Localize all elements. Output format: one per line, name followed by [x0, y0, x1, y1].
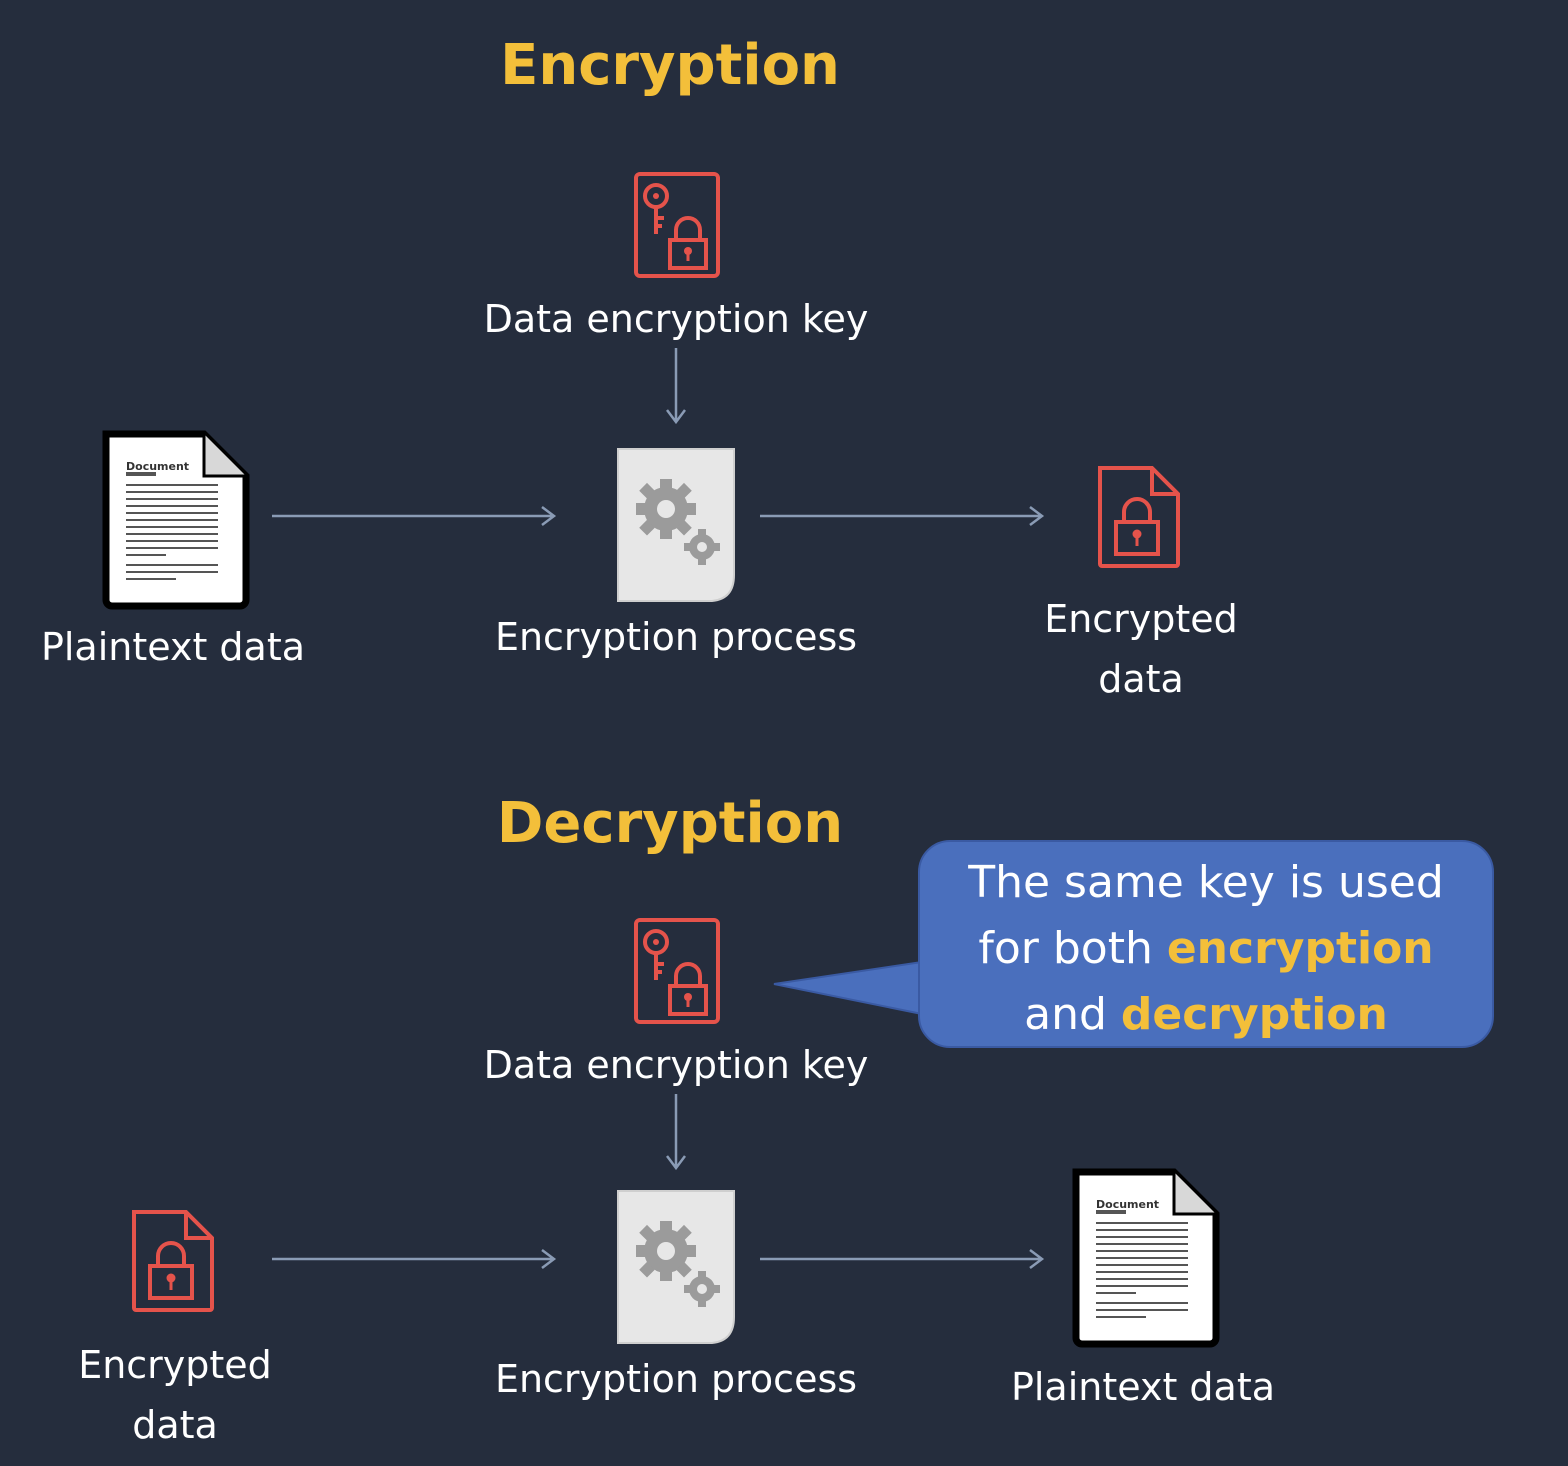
gear-file-icon [617, 1190, 735, 1344]
encryption-title: Encryption [500, 33, 840, 98]
decryption-key-label: Data encryption key [483, 1043, 869, 1087]
key-lock-file-icon [634, 172, 720, 278]
document-icon: Document [1072, 1168, 1220, 1348]
document-icon: Document [102, 430, 250, 610]
callout-highlight-encryption: encryption [1166, 923, 1434, 974]
callout-line2-prefix: for both [978, 923, 1167, 974]
locked-file-icon [132, 1210, 214, 1312]
encryption-output-label-line2: data [1098, 657, 1184, 701]
decryption-title: Decryption [496, 791, 844, 856]
decryption-input-arrow [272, 1249, 557, 1269]
decryption-input-label-line2: data [132, 1403, 218, 1447]
callout-highlight-decryption: decryption [1120, 989, 1388, 1040]
decryption-output-label: Plaintext data [1010, 1365, 1276, 1409]
document-icon-title: Document [126, 460, 189, 473]
callout-line3: and decryption [920, 982, 1492, 1048]
encryption-output-arrow [760, 506, 1045, 526]
callout-pointer [773, 960, 923, 1016]
decryption-output-arrow [760, 1249, 1045, 1269]
encryption-key-label: Data encryption key [483, 297, 869, 341]
encryption-input-arrow [272, 506, 557, 526]
document-icon-title: Document [1096, 1198, 1159, 1211]
callout-line1: The same key is used [968, 857, 1444, 908]
decryption-input-label-line1: Encrypted [78, 1343, 272, 1387]
callout-line2: for both encryption [920, 916, 1492, 982]
encryption-output-label-line1: Encrypted [1044, 597, 1238, 641]
decryption-key-arrow [666, 1094, 686, 1171]
callout-line3-prefix: and [1024, 989, 1121, 1040]
callout-bubble: The same key is used for both encryption… [918, 840, 1494, 1048]
encryption-input-label: Plaintext data [40, 625, 306, 669]
locked-file-icon [1098, 466, 1180, 568]
encryption-process-label: Encryption process [494, 615, 858, 659]
decryption-process-label: Encryption process [494, 1357, 858, 1401]
gear-file-icon [617, 448, 735, 602]
key-lock-file-icon [634, 918, 720, 1024]
encryption-key-arrow [666, 348, 686, 425]
